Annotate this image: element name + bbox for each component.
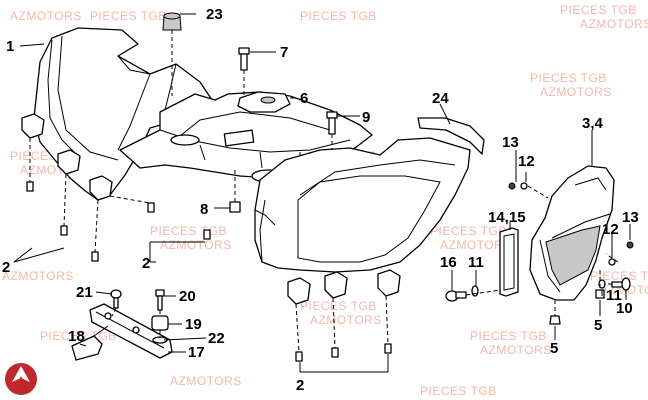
screw-part-16[interactable] xyxy=(445,290,467,302)
watermark-text: AZMOTORS xyxy=(170,374,242,388)
callout-labels: 1 2 2 2 3,4 5 5 6 7 8 9 10 11 11 12 12 1… xyxy=(2,6,639,394)
nut-part-5a[interactable] xyxy=(549,315,561,325)
clip-part-12b[interactable] xyxy=(608,258,616,266)
right-fender-part[interactable] xyxy=(254,137,471,273)
callout-1: 1 xyxy=(6,38,14,55)
callout-5: 5 xyxy=(550,340,558,357)
watermark-text: PIECES TGB xyxy=(150,224,227,238)
callout-16: 16 xyxy=(440,254,457,271)
callout-11: 11 xyxy=(468,254,484,271)
callout-18: 18 xyxy=(68,328,85,345)
reflector-part-1415[interactable] xyxy=(499,227,519,297)
callout-2: 2 xyxy=(296,377,304,394)
watermark-text: PIECES TGB xyxy=(530,71,607,85)
bolt-part-7[interactable] xyxy=(238,47,250,71)
callout-14-15: 14,15 xyxy=(488,209,526,226)
clips-part-2-bottom[interactable] xyxy=(287,269,401,362)
callout-24: 24 xyxy=(432,90,449,107)
watermark-text: PIECES TGB xyxy=(300,9,377,23)
bolt-part-20[interactable] xyxy=(155,289,165,311)
screw-part-13a[interactable] xyxy=(508,182,516,190)
watermark-text: PIECES TGB xyxy=(430,224,507,238)
watermark-text: PIECES TGB xyxy=(560,3,637,17)
callout-17: 17 xyxy=(188,344,205,361)
watermark-text: PIECES TGB xyxy=(300,299,377,313)
watermark-text: AZMOTORS xyxy=(440,238,512,252)
washer-part-11a[interactable] xyxy=(471,285,479,297)
callout-21: 21 xyxy=(76,284,93,301)
watermark-text: PIECES TGB xyxy=(90,9,167,23)
callout-13: 13 xyxy=(622,209,639,226)
watermark-text: PIECES TGB xyxy=(590,269,648,283)
watermark-text: AZMOTORS xyxy=(160,238,232,252)
callout-2: 2 xyxy=(2,259,10,276)
watermark-text: AZMOTORS xyxy=(540,85,612,99)
mount-part-19[interactable] xyxy=(151,315,169,331)
watermark-text: AZMOTORS xyxy=(2,269,74,283)
screw-part-13b[interactable] xyxy=(626,241,634,249)
callout-8: 8 xyxy=(200,201,208,218)
watermark-text: AZMOTORS xyxy=(480,343,552,357)
leader-lines xyxy=(13,13,631,373)
brand-logo xyxy=(5,363,37,395)
nut-part-5b[interactable] xyxy=(595,289,605,299)
watermark-text: PIECES TGB xyxy=(420,384,497,398)
watermark-text: AZMOTORS xyxy=(580,17,648,31)
bracket-part-6[interactable] xyxy=(237,91,291,113)
dashed-lines xyxy=(29,30,619,353)
callout-19: 19 xyxy=(185,316,202,333)
callout-20: 20 xyxy=(179,288,196,305)
trim-strip-part-24[interactable] xyxy=(417,117,485,155)
callout-6: 6 xyxy=(300,90,308,107)
nut-part-8[interactable] xyxy=(229,201,241,213)
callout-12: 12 xyxy=(518,153,535,170)
side-cover-part-34[interactable] xyxy=(529,165,615,301)
connector-part-18[interactable] xyxy=(71,325,109,361)
callout-5: 5 xyxy=(594,317,602,334)
clip-part-12a[interactable] xyxy=(520,182,528,190)
callout-3-4: 3,4 xyxy=(582,115,604,132)
callout-9: 9 xyxy=(362,109,370,126)
callout-7: 7 xyxy=(280,44,288,61)
watermark-text: AZMOTORS xyxy=(10,9,82,23)
callout-2: 2 xyxy=(142,255,150,272)
rubber-cap-part-23[interactable] xyxy=(162,12,182,31)
watermark-text: PIECES TGB xyxy=(470,329,547,343)
callout-22: 22 xyxy=(208,330,225,347)
screw-part-21[interactable] xyxy=(110,289,122,309)
callout-11: 11 xyxy=(606,287,622,304)
callout-10: 10 xyxy=(616,300,633,317)
callout-13: 13 xyxy=(502,134,519,151)
callout-12: 12 xyxy=(602,221,619,238)
callout-23: 23 xyxy=(206,6,223,23)
bolt-part-9[interactable] xyxy=(326,111,338,135)
watermark-text: AZMOTORS xyxy=(310,313,382,327)
